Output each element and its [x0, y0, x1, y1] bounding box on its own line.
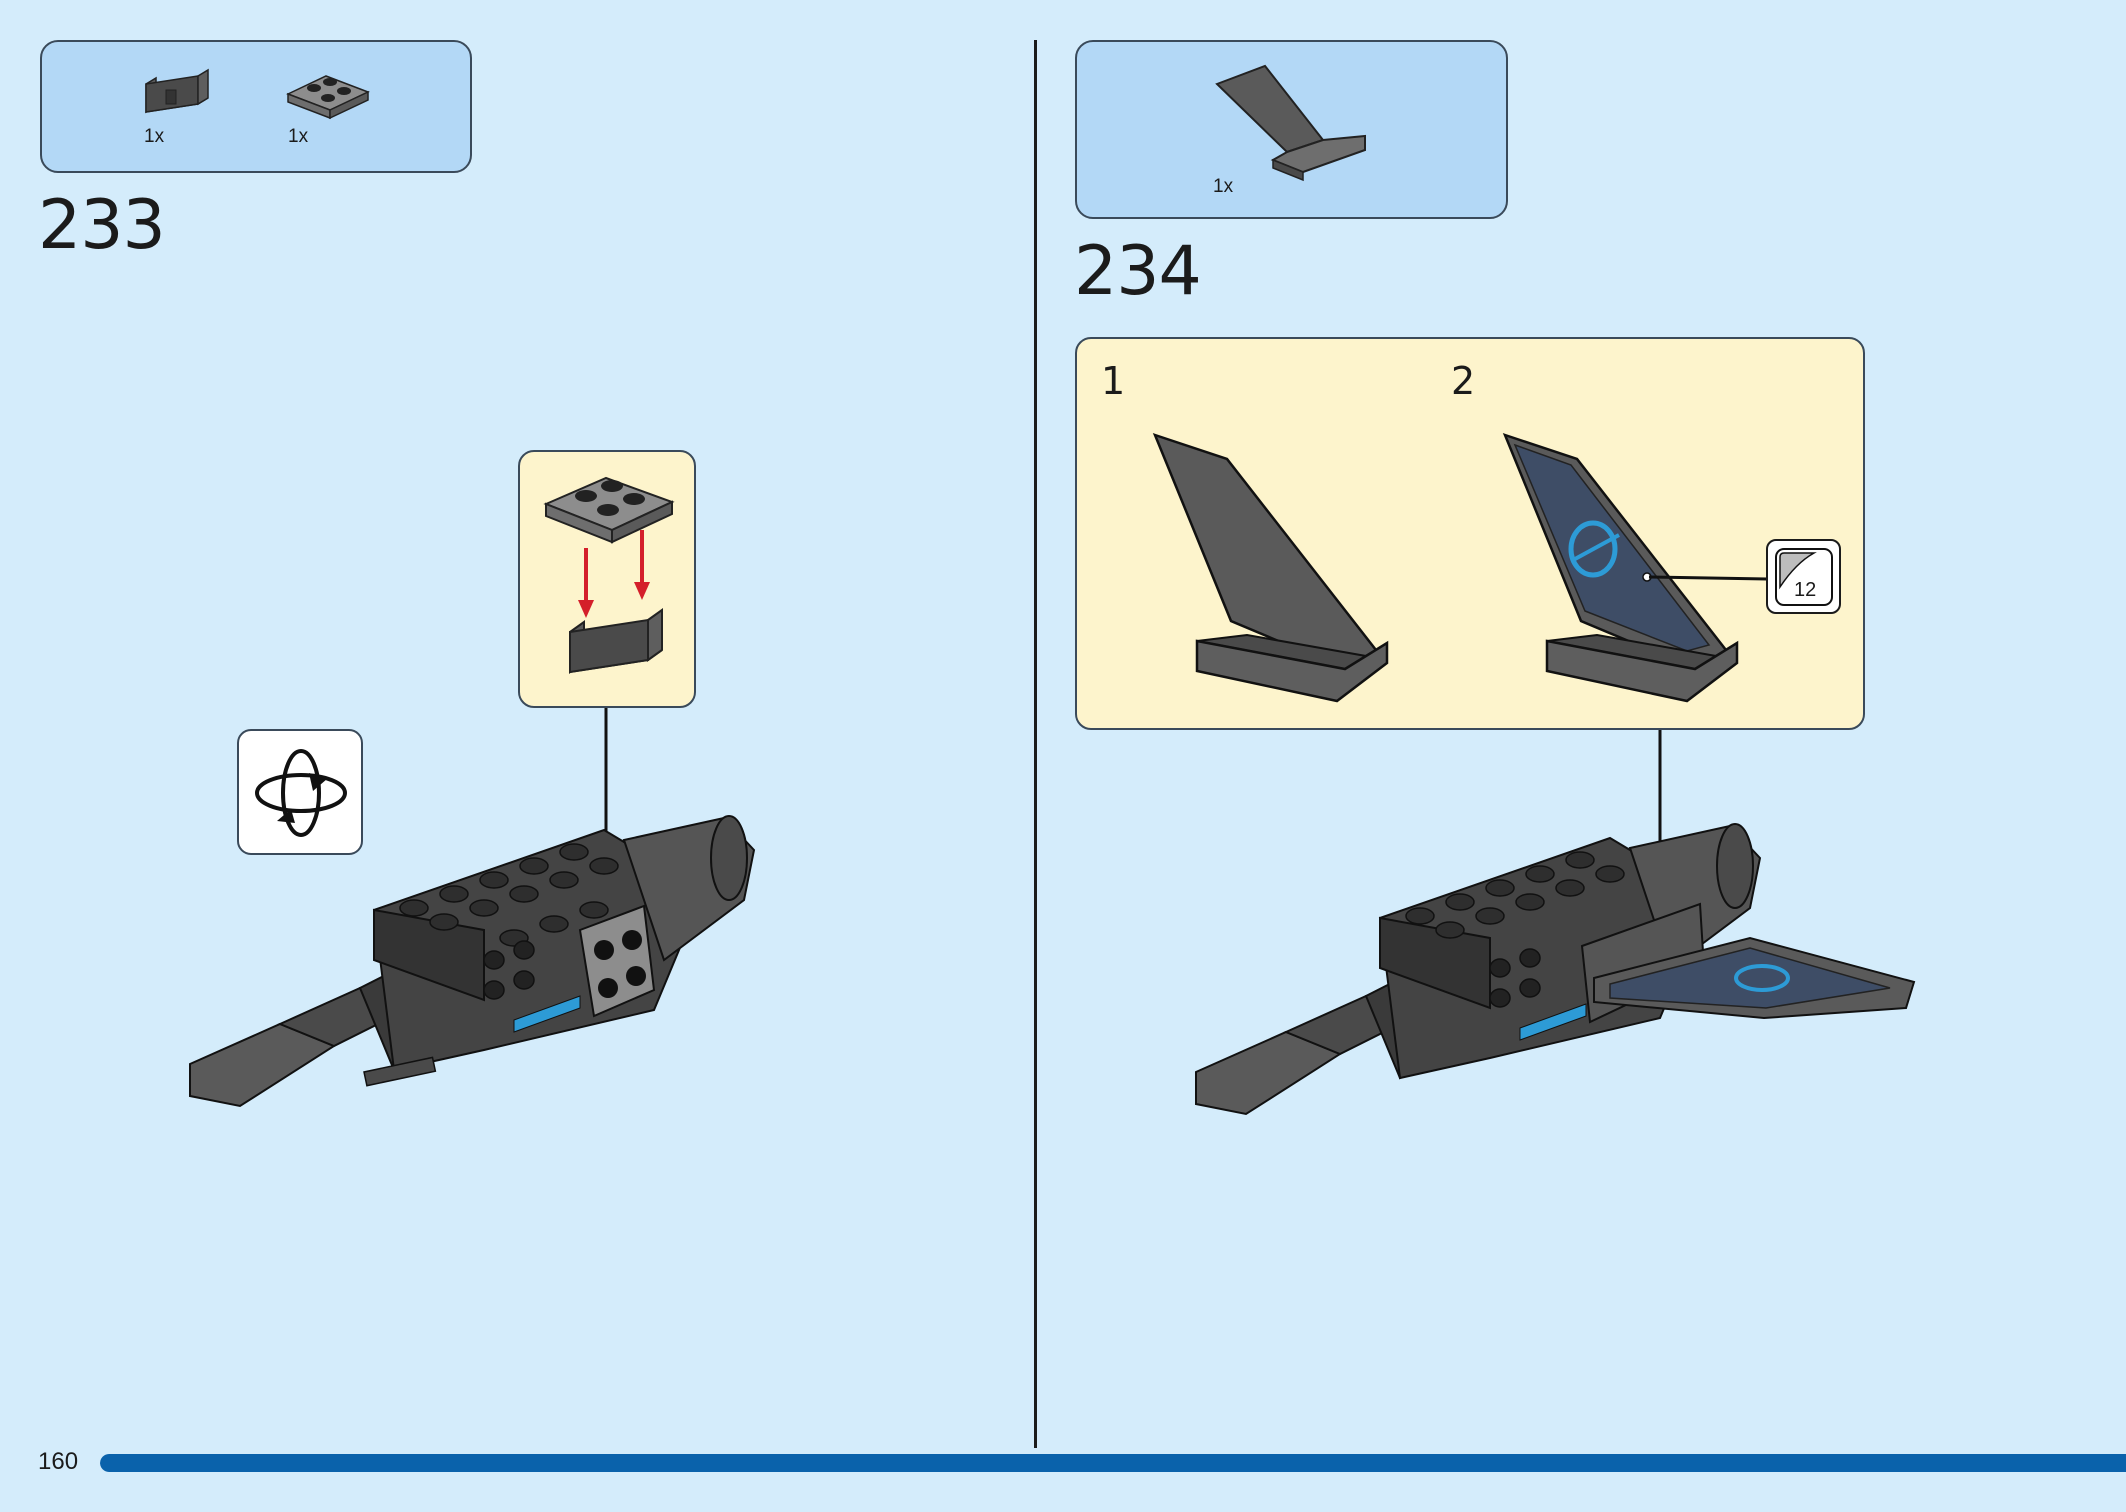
- tail-fin-icon: [1152, 432, 1389, 703]
- tail-fin-icon: [1215, 64, 1366, 182]
- tail-fin-with-sticker-icon: [1502, 432, 1739, 703]
- page-divider: [1034, 40, 1037, 1448]
- step-number-234: 234: [1074, 232, 1202, 311]
- sub-assembly-callout-233: [518, 450, 696, 708]
- page-number: 160: [38, 1448, 79, 1475]
- sticker-reference-box: 12: [1766, 539, 1841, 614]
- sub-step-number-2: 2: [1451, 359, 1476, 403]
- plate-2x2-with-clips-icon: [543, 476, 675, 544]
- sticker-number: 12: [1794, 579, 1817, 601]
- part-qty: 1x: [144, 126, 165, 147]
- part-qty: 1x: [1213, 176, 1234, 197]
- bracket-brick-icon: [569, 608, 663, 674]
- parts-list-step-233: 1x 1x: [40, 40, 472, 173]
- sub-step-number-1: 1: [1101, 359, 1126, 403]
- sticker-pointer-line: [1642, 572, 1768, 582]
- progress-bar: [100, 1454, 2126, 1472]
- jet-model-assembly-234: [1195, 823, 1916, 1116]
- red-arrow-icon: [578, 548, 594, 618]
- parts-list-step-234: 1x: [1075, 40, 1508, 219]
- rotate-model-box: [237, 729, 363, 855]
- bracket-brick-icon: [145, 68, 209, 114]
- part-qty: 1x: [288, 126, 309, 147]
- red-arrow-icon: [634, 530, 650, 600]
- step-number-233: 233: [38, 186, 166, 265]
- progress-bar-fill: [100, 1454, 2126, 1472]
- plate-2x2-with-clips-icon: [286, 75, 370, 120]
- rotate-model-icon: [255, 749, 347, 837]
- sticker-sheet-icon: [1775, 548, 1833, 606]
- jet-model-assembly-233: [189, 815, 756, 1108]
- sub-steps-callout-234: 1 2 12: [1075, 337, 1865, 730]
